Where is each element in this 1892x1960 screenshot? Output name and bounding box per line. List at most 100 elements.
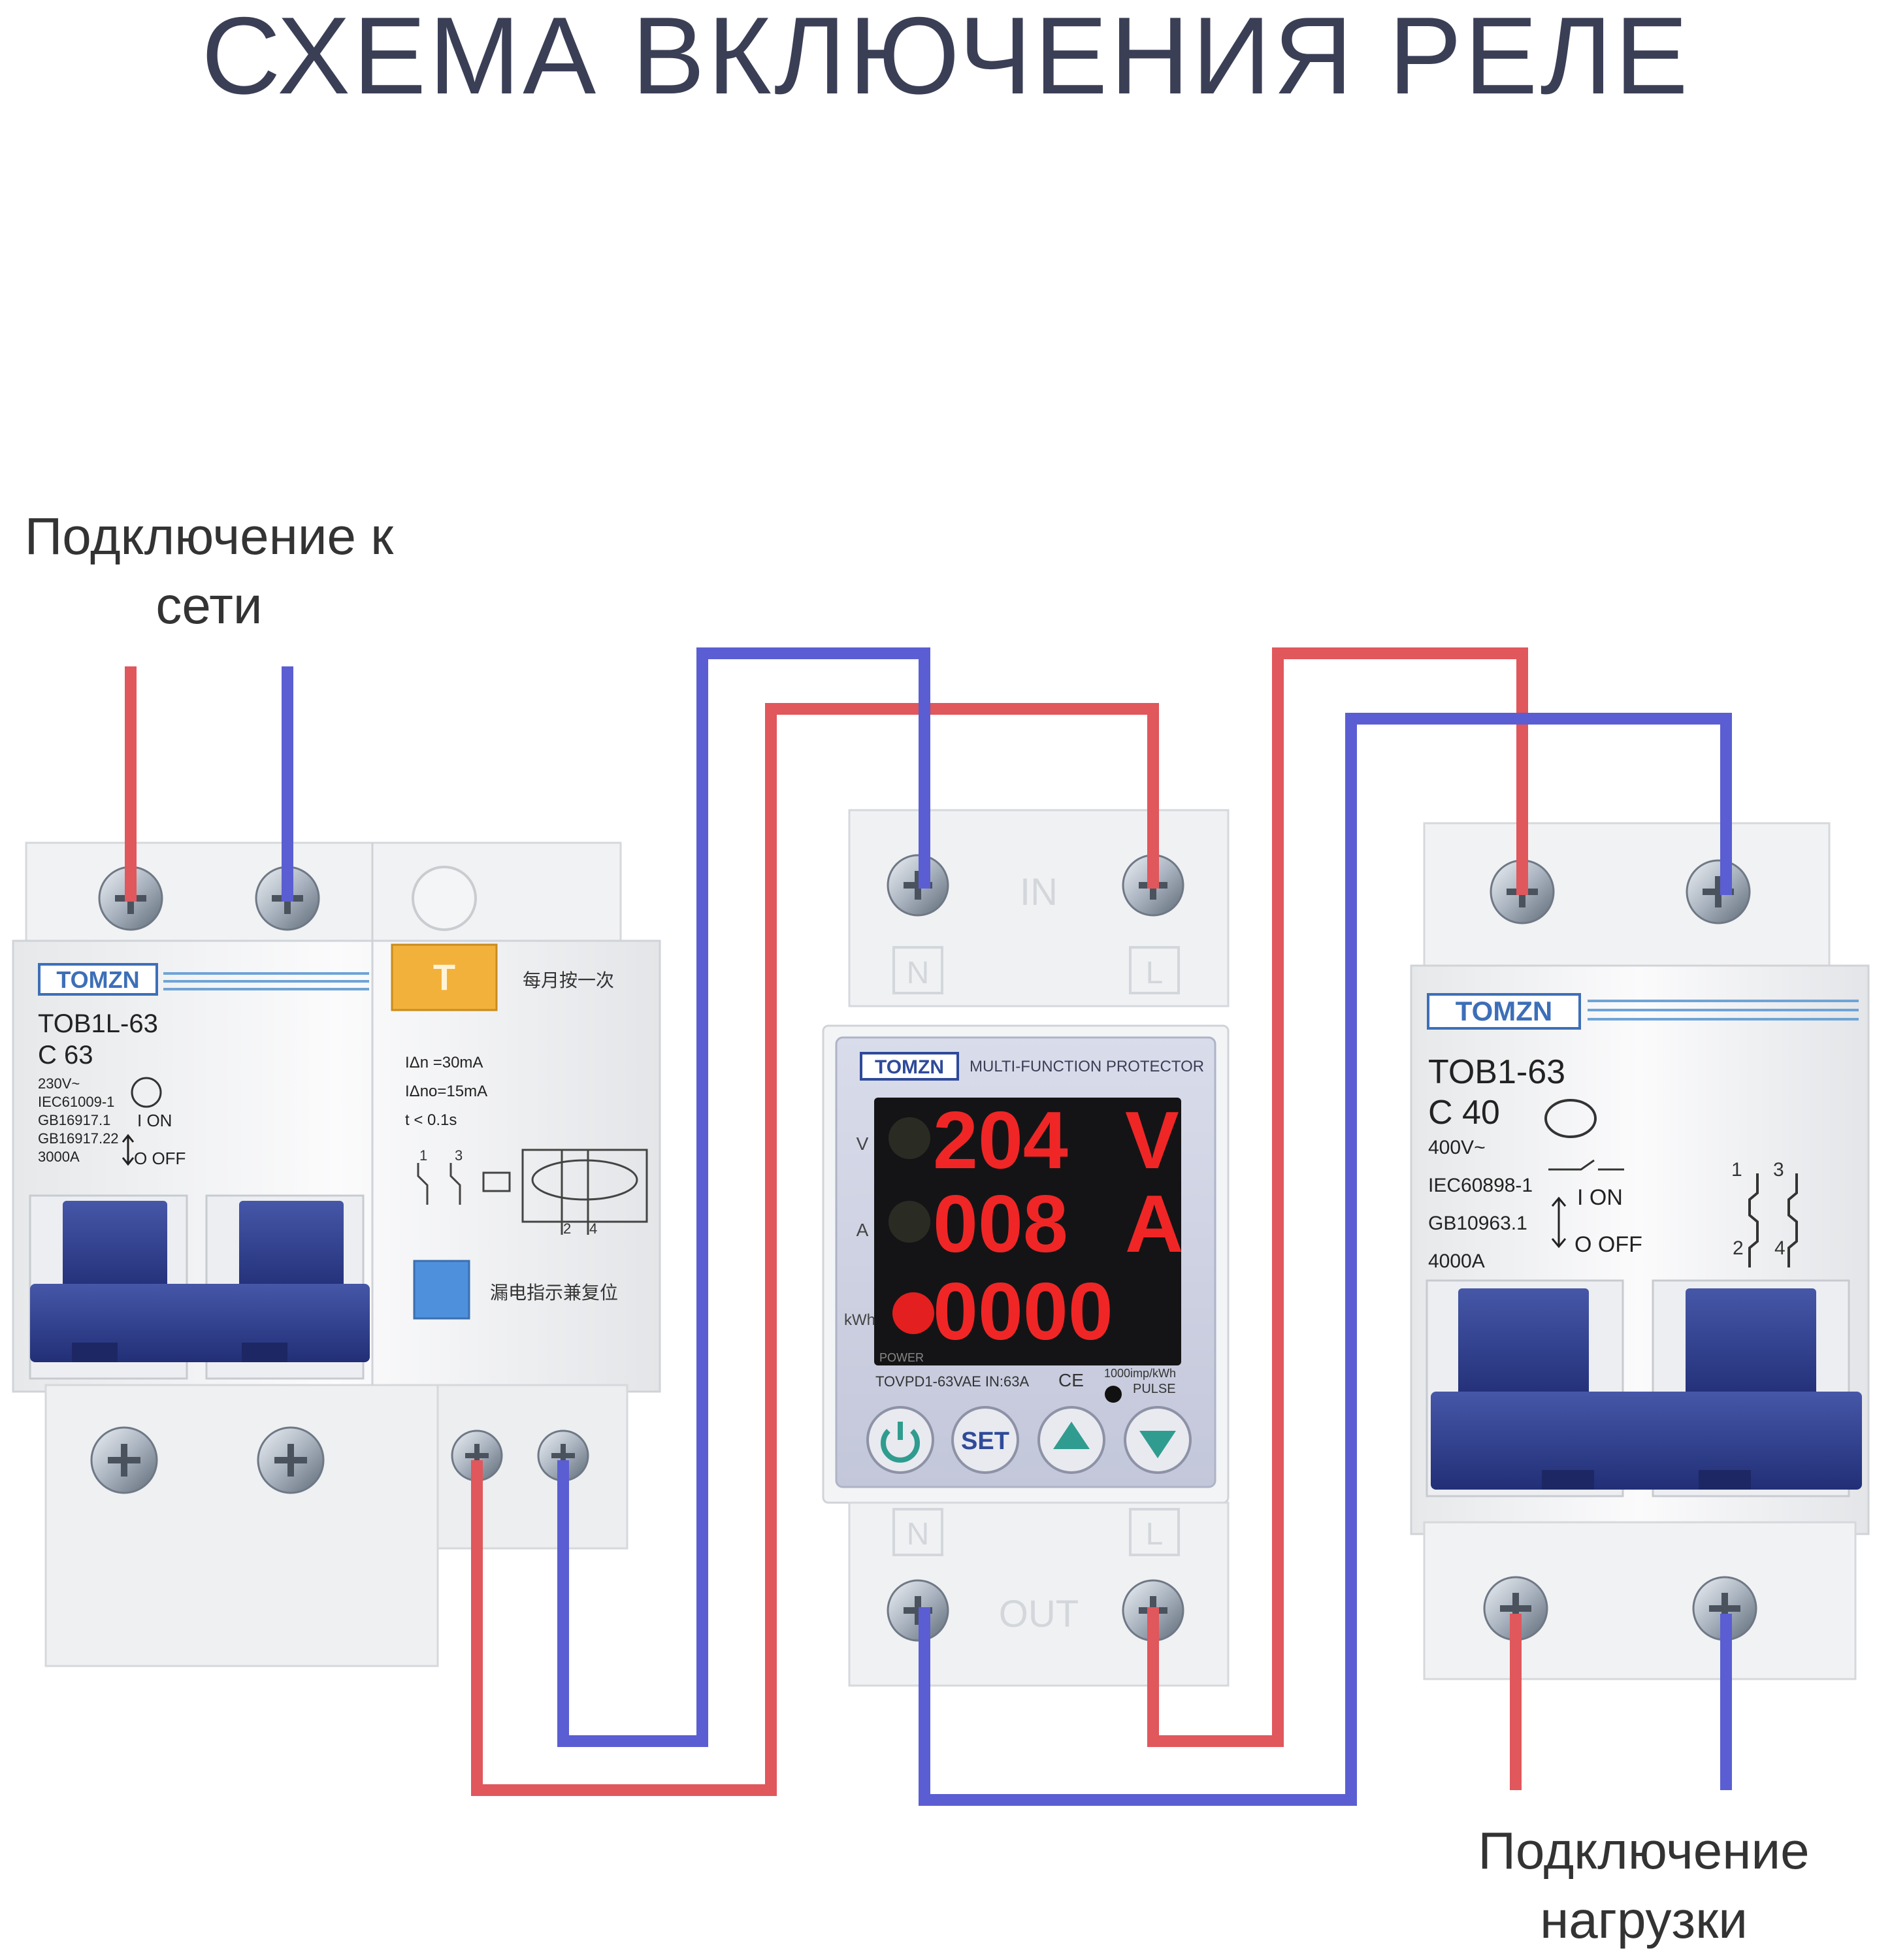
wires <box>125 647 1732 1806</box>
rcbo-test-button <box>391 943 498 1011</box>
relay-set-button[interactable]: SET <box>951 1406 1019 1474</box>
relay-display <box>874 1098 1181 1365</box>
breaker-handle-left[interactable] <box>1458 1288 1589 1399</box>
relay-in-screw-n <box>887 854 949 917</box>
breaker-model: TOB1-63 <box>1428 1053 1565 1091</box>
relay-brand: TOMZN <box>875 1056 944 1078</box>
rcbo-spec-line-2: GB16917.1 <box>38 1112 110 1128</box>
rcbo-on: I ON <box>137 1111 172 1130</box>
breaker-top-screw-2 <box>1686 859 1751 924</box>
relay-out-n-label: N <box>907 1517 930 1552</box>
down-arrow-icon <box>1139 1431 1176 1458</box>
circuit-breaker: TOMZN TOB1-63 C 40 400V~ IEC60898-1GB1096… <box>1410 822 1870 1680</box>
relay-in-l-label: L <box>1146 956 1164 990</box>
relay-pulse-led <box>1105 1386 1122 1403</box>
relay-down-button[interactable] <box>1124 1406 1192 1474</box>
rcbo-to-relay-neutral-wire <box>557 647 930 1747</box>
relay-out-screw-n <box>887 1579 949 1642</box>
rcbo-lower-housing <box>44 1384 439 1667</box>
breaker-term-2: 2 <box>1733 1237 1744 1259</box>
relay-to-breaker-phase-wire <box>1147 647 1528 1747</box>
rcbo-term-1: 1 <box>419 1147 427 1164</box>
rcbo-leak-spec: IΔn =30mA IΔno=15mA t < 0.1s <box>405 1054 487 1129</box>
rcbo-test-mark: T <box>433 956 455 998</box>
rcbo-circuit-symbol <box>417 1149 648 1235</box>
relay-led-kwh <box>892 1292 934 1334</box>
relay-power-button[interactable] <box>866 1406 934 1474</box>
relay-model-line: TOVPD1-63VAE IN:63A <box>875 1373 1030 1390</box>
breaker-top-housing <box>1423 822 1831 968</box>
relay-led-a <box>889 1201 930 1243</box>
rcbo-empty-slot <box>412 866 477 931</box>
rcbo-off: O OFF <box>134 1149 186 1168</box>
breaker-term-4: 4 <box>1774 1237 1786 1259</box>
input-label-line2: сети <box>155 576 263 634</box>
rcbo-handle-right[interactable] <box>239 1201 344 1292</box>
input-connection-label: Подключение к сети <box>0 502 418 640</box>
rcbo-bottom-screw-1 <box>90 1426 158 1494</box>
breaker-off: O OFF <box>1574 1232 1642 1257</box>
rcbo-term-2: 2 <box>563 1220 571 1237</box>
page-title: СХЕМА ВКЛЮЧЕНИЯ РЕЛЕ <box>201 0 1691 117</box>
breaker-handle-bar[interactable] <box>1431 1392 1862 1490</box>
relay-out-label: OUT <box>999 1593 1079 1635</box>
relay-power-label: POWER <box>879 1351 924 1364</box>
relay-voltage-value: 204 <box>933 1096 1068 1186</box>
breaker-spec-line-1: IEC60898-1 <box>1428 1175 1533 1196</box>
input-label-line1: Подключение к <box>24 507 394 565</box>
breaker-ccc-mark <box>1544 1099 1597 1138</box>
rcbo-term-4: 4 <box>589 1220 597 1237</box>
relay-current-unit: A <box>1125 1179 1184 1269</box>
rcbo-model: TOB1L-63 <box>38 1009 158 1038</box>
rcbo-leak-line-2: t < 0.1s <box>405 1111 457 1129</box>
breaker-brand-box <box>1427 993 1581 1030</box>
relay-out-l-label: L <box>1146 1517 1164 1552</box>
rcbo-handle-left[interactable] <box>63 1201 167 1292</box>
output-connection-label: Подключение нагрузки <box>1435 1816 1853 1955</box>
output-label-line1: Подключение <box>1478 1821 1810 1880</box>
breaker-spec-line-2: GB10963.1 <box>1428 1213 1527 1234</box>
breaker-term-3: 3 <box>1773 1159 1784 1181</box>
rcbo-reset-indicator <box>413 1260 470 1320</box>
relay-set-label: SET <box>961 1428 1009 1455</box>
breaker-handle-right[interactable] <box>1686 1288 1816 1399</box>
rcbo-test-caption: 每月按一次 <box>523 970 614 990</box>
breaker-spec-line-3: 4000A <box>1428 1250 1485 1272</box>
relay-energy-value: 0000 <box>933 1267 1113 1357</box>
up-arrow-icon <box>1053 1422 1090 1449</box>
breaker-term-1: 1 <box>1731 1159 1742 1181</box>
relay-heading: MULTI-FUNCTION PROTECTOR <box>970 1058 1204 1075</box>
rcbo-leak-line-0: IΔn =30mA <box>405 1054 483 1071</box>
breaker-rating: C 40 <box>1428 1094 1500 1132</box>
output-label-line2: нагрузки <box>1540 1891 1748 1949</box>
rcbo-breaker: T 每月按一次 TOMZN TOB1L-63 C 63 230V~IEC6100… <box>12 841 661 1667</box>
relay-led-v <box>889 1117 930 1159</box>
relay-voltage-unit: V <box>1125 1096 1179 1186</box>
breaker-spec-line-0: 400V~ <box>1428 1137 1486 1158</box>
relay-brand-box <box>860 1052 959 1081</box>
rcbo-brand-box <box>38 963 158 996</box>
relay-up-button[interactable] <box>1037 1406 1105 1474</box>
rcbo-spec-line-4: 3000A <box>38 1149 80 1165</box>
relay-meter-constant: 1000imp/kWh <box>1104 1367 1176 1380</box>
relay-pulse-label: PULSE <box>1133 1382 1176 1396</box>
relay-in-n-label: N <box>907 956 930 990</box>
voltage-relay: IN N L TOMZN MULTI-FUNCTION PROTECTOR V … <box>822 809 1230 1687</box>
relay-in-label: IN <box>1020 871 1058 913</box>
rcbo-reset-caption: 漏电指示兼复位 <box>490 1282 618 1303</box>
rcbo-term-3: 3 <box>455 1147 463 1164</box>
rcbo-leak-line-1: IΔno=15mA <box>405 1083 487 1100</box>
breaker-brand: TOMZN <box>1456 996 1553 1026</box>
relay-to-breaker-neutral-wire <box>919 713 1732 1806</box>
rcbo-spec-line-1: IEC61009-1 <box>38 1094 114 1110</box>
relay-row-label-kwh: kWh <box>844 1311 875 1329</box>
rcbo-bottom-screw-2 <box>257 1426 325 1494</box>
breaker-bottom-screw-2 <box>1692 1576 1757 1641</box>
relay-ce-mark: CE <box>1058 1370 1084 1390</box>
rcbo-bottom-screw-3 <box>451 1429 503 1482</box>
relay-row-label-v: V <box>856 1134 869 1154</box>
rcbo-spec-line-0: 230V~ <box>38 1075 80 1092</box>
